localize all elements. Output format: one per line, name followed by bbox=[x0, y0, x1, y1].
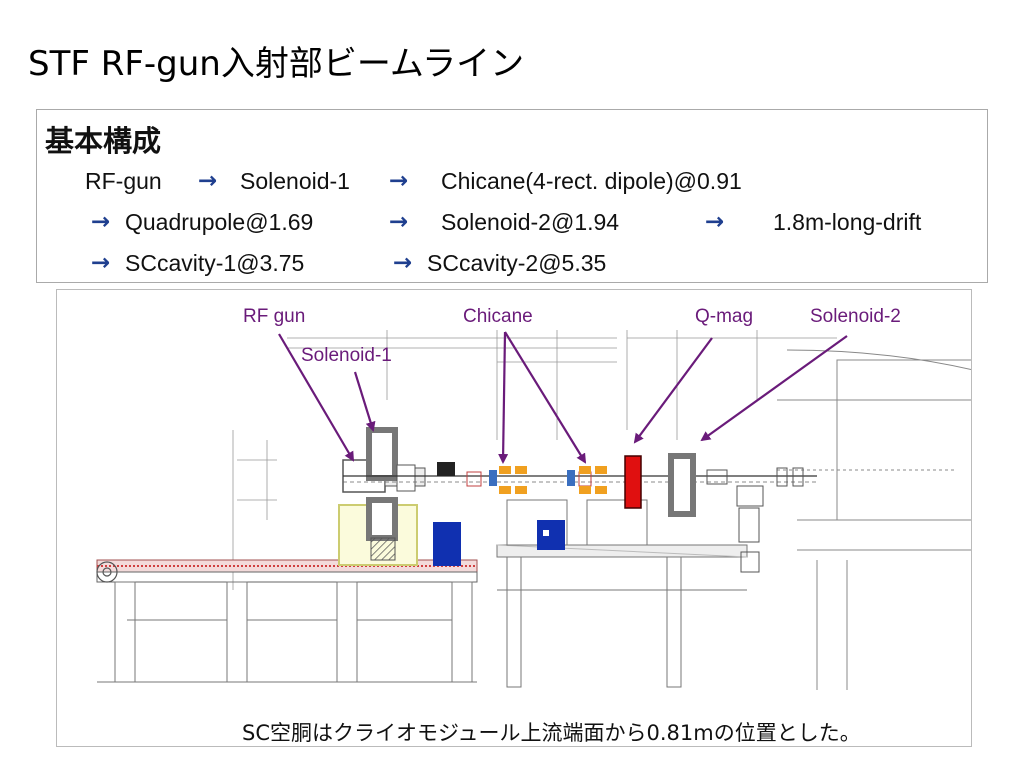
flow-item-drift: 1.8m-long-drift bbox=[773, 209, 922, 235]
drawing-note: SC空胴はクライオモジュール上流端面から0.81mの位置とした。 bbox=[242, 721, 861, 745]
arrow-icon: → bbox=[393, 250, 413, 276]
q-mag bbox=[624, 455, 642, 509]
solenoid-2 bbox=[668, 453, 696, 517]
callout-q-mag: Q-mag bbox=[695, 306, 754, 327]
beam-monitor bbox=[489, 470, 497, 486]
downstream-elements bbox=[706, 467, 804, 573]
dimension-lines bbox=[232, 330, 837, 590]
diagnostics bbox=[466, 471, 690, 487]
flow-item-solenoid1: Solenoid-1 bbox=[240, 168, 350, 194]
support-rail bbox=[96, 559, 478, 583]
flow-item-quadrupole: Quadrupole@1.69 bbox=[125, 209, 314, 235]
callout-solenoid-2: Solenoid-2 bbox=[810, 306, 901, 327]
solenoid-1 bbox=[366, 427, 416, 561]
flow-item-sccavity2: SCcavity-2@5.35 bbox=[427, 250, 607, 276]
flow-item-rf-gun: RF-gun bbox=[85, 168, 162, 194]
beam-monitor bbox=[567, 470, 575, 486]
arrow-icon: → bbox=[389, 209, 409, 235]
beamline-schematic bbox=[96, 330, 971, 690]
beamline-drawing: RF gun Solenoid-1 Chicane Q-mag Solenoid… bbox=[56, 289, 972, 747]
callout-solenoid-1: Solenoid-1 bbox=[301, 345, 392, 366]
support-legs bbox=[97, 581, 477, 683]
gate-valve bbox=[437, 462, 455, 476]
callout-arrows bbox=[278, 331, 848, 464]
cryomodule-outline bbox=[777, 349, 971, 690]
callout-chicane: Chicane bbox=[463, 306, 533, 327]
vacuum-pump bbox=[433, 522, 461, 566]
vacuum-pump bbox=[537, 520, 565, 550]
arrow-icon: → bbox=[91, 209, 111, 235]
callout-rf-gun: RF gun bbox=[243, 306, 306, 327]
flow-item-sccavity1: SCcavity-1@3.75 bbox=[125, 250, 305, 276]
arrow-icon: → bbox=[198, 168, 218, 194]
configuration-box: 基本構成 RF-gun → Solenoid-1 → Chicane(4-rec… bbox=[36, 109, 988, 283]
slide-title: STF RF-gun入射部ビームライン bbox=[28, 44, 525, 84]
configuration-heading: 基本構成 bbox=[45, 124, 162, 158]
flow-item-chicane: Chicane(4-rect. dipole)@0.91 bbox=[441, 168, 742, 194]
arrow-icon: → bbox=[705, 209, 725, 235]
flow-item-solenoid2: Solenoid-2@1.94 bbox=[441, 209, 620, 235]
chicane-dipoles bbox=[499, 466, 607, 494]
arrow-icon: → bbox=[91, 250, 111, 276]
arrow-icon: → bbox=[389, 168, 409, 194]
chicane-stand bbox=[496, 499, 748, 688]
wheel-icon bbox=[96, 561, 118, 583]
